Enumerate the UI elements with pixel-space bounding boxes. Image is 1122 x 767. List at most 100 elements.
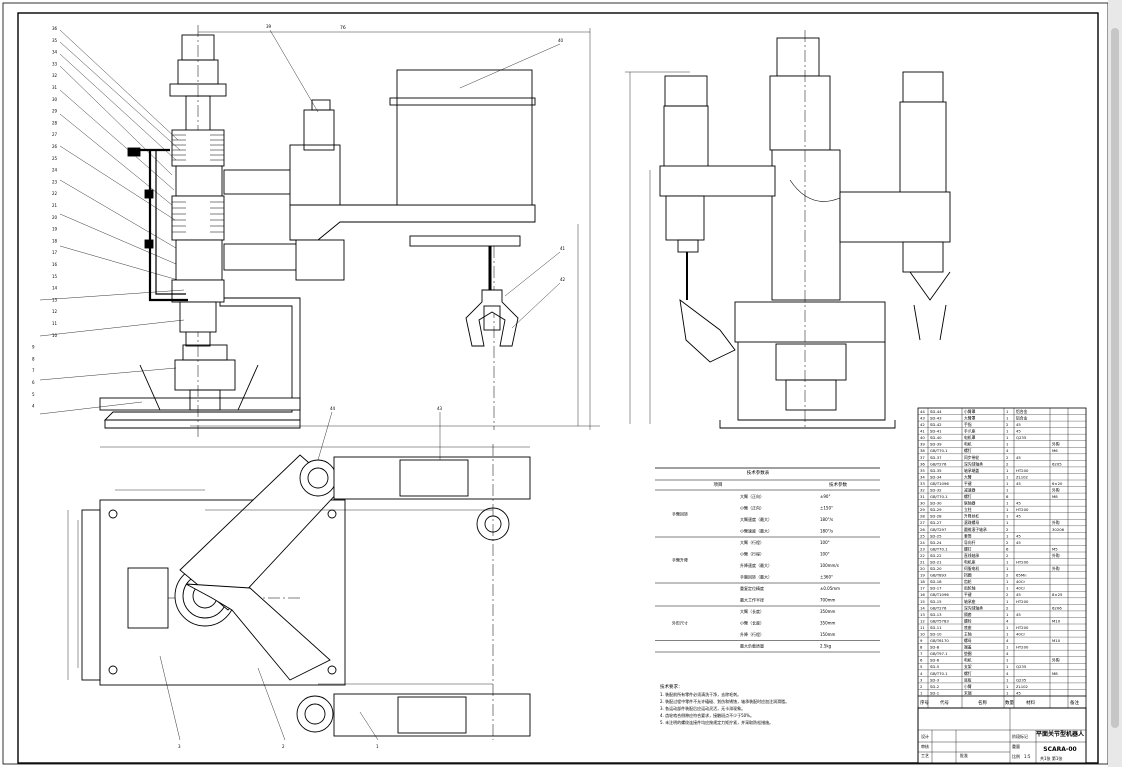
bom-cell: 36 (920, 461, 925, 466)
bom-cell: 4 (920, 671, 923, 676)
bom-cell: GB/T1096 (930, 592, 949, 597)
callout-3: 3 (178, 744, 181, 749)
bom-cell: 28 (920, 514, 925, 519)
bom-cell: 1 (1006, 684, 1009, 689)
callout-label: 5 (32, 392, 35, 397)
bom-cell: 1 (920, 690, 923, 695)
bom-cell: SD-2 (930, 684, 940, 689)
scale-label: 比例 (1012, 753, 1020, 759)
param-value: 700mm (820, 598, 836, 603)
bom-cell: GB/T97.1 (930, 651, 948, 656)
callout-2: 2 (282, 744, 285, 749)
bom-cell: 导向杆 (964, 540, 976, 545)
bom-cell: 45 (1016, 429, 1021, 434)
inner-frame (17, 12, 1099, 764)
callout-label: 36 (52, 26, 58, 31)
bom-cell: 22 (920, 553, 925, 558)
bom-cell: 11 (920, 625, 925, 630)
bom-cell: SD-13 (930, 612, 942, 617)
bom-cell: SD-39 (930, 442, 942, 447)
param-value: ±150° (820, 506, 833, 511)
bom-cell: 12 (920, 618, 925, 623)
callout-label: 13 (52, 297, 58, 302)
bom-cell: 2 (1006, 461, 1009, 466)
bom-cell: 38 (920, 448, 925, 453)
bom-cell: 升降丝杠 (964, 514, 979, 519)
product-name: 平面关节型机器人 (1036, 730, 1085, 738)
bom-cell: Q235 (1016, 664, 1027, 669)
bom-cell: 1 (1006, 586, 1009, 591)
bom-cell: 垫圈 (964, 651, 972, 656)
callout-label: 12 (52, 309, 58, 314)
callout-label: 7 (32, 368, 35, 373)
bom-cell: SD-42 (930, 422, 942, 427)
bom-cell: 手指 (964, 422, 972, 427)
bom-cell: 1 (1006, 442, 1009, 447)
bom-cell: 45 (1016, 690, 1021, 695)
bom-cell: 41 (920, 429, 925, 434)
bom-cell: 轴承端盖 (964, 468, 979, 473)
bom-cell: SD-20 (930, 566, 942, 571)
callout-39: 39 (266, 24, 272, 29)
bom-header-index: 序号 (920, 699, 929, 706)
bom-cell: 直线轴承 (964, 553, 979, 558)
callout-label: 16 (52, 262, 58, 267)
bom-cell: GB/T1096 (930, 481, 949, 486)
bom-cell: HT200 (1016, 468, 1029, 473)
callout-label: 26 (52, 144, 58, 149)
title-block: 平面关节型机器人 SCARA-00 阶段标记 重量 比例 1:5 共1张 第1张… (917, 707, 1087, 764)
bom-cell: 17 (920, 586, 925, 591)
bom-cell: GB/T5783 (930, 618, 949, 623)
bom-cell: GB/T276 (930, 461, 947, 466)
bom-cell: GB/T893 (930, 573, 947, 578)
bom-cell: SD-18 (930, 579, 942, 584)
bom-cell: 1 (1006, 677, 1009, 682)
bom-cell: 1 (1006, 501, 1009, 506)
bom-cell: HT200 (1016, 645, 1029, 650)
callout-40: 40 (558, 38, 564, 43)
bom-cell: 1 (1006, 566, 1009, 571)
bom-cell: 20 (920, 566, 925, 571)
param-item: 大臂（长度） (740, 608, 764, 614)
bom-cell: 滚珠螺母 (964, 520, 979, 525)
bom-cell: 6 (1006, 546, 1009, 551)
param-value: 2.5kg (820, 644, 832, 649)
bom-cell: 外购 (1052, 487, 1060, 492)
bom-cell: 底板 (964, 677, 972, 682)
bom-cell: 1 (1006, 520, 1009, 525)
bom-cell: SD-1 (930, 690, 940, 695)
callout-label: 6 (32, 380, 35, 385)
bom-cell: 1 (1006, 409, 1009, 414)
vertical-scrollbar[interactable] (1108, 0, 1122, 767)
bom-cell: 减速器 (964, 487, 976, 492)
bom-cell: 40 (920, 435, 925, 440)
bom-cell: 29 (920, 507, 925, 512)
callout-label: 34 (52, 50, 58, 55)
bom-cell: 2 (1006, 553, 1009, 558)
param-group-name: 外形尺寸 (672, 620, 688, 626)
param-table-rows: 大臂（正向）±90°小臂（正向）±150°大臂速度（最大）180°/s小臂速度（… (655, 493, 880, 653)
callout-label: 33 (52, 61, 58, 66)
bom-cell: 1 (1006, 474, 1009, 479)
bom-cell: 1 (1006, 579, 1009, 584)
sign-review: 审核 (921, 743, 929, 749)
bom-cell: 螺钉 (964, 448, 972, 453)
bom-cell: 外购 (1052, 553, 1060, 558)
bom-cell: 19 (920, 573, 925, 578)
bom-cell: 40Cr (1016, 579, 1025, 584)
bom-cell: 45 (1016, 612, 1021, 617)
param-value: 100mm/s (820, 563, 839, 568)
bom-cell: SD-43 (930, 415, 942, 420)
scrollbar-thumb[interactable] (1111, 28, 1119, 728)
param-value: 100° (820, 540, 830, 545)
bom-cell: 2 (1006, 540, 1009, 545)
bom-header-code: 代号 (940, 699, 949, 706)
bom-cell: 深沟球轴承 (964, 461, 983, 466)
bom-cell: 6205 (1052, 461, 1062, 466)
bom-cell: 26 (920, 527, 925, 532)
bom-cell: 23 (920, 546, 925, 551)
param-item: 最大工作半径 (740, 597, 764, 603)
param-value: 350mm (820, 621, 836, 626)
